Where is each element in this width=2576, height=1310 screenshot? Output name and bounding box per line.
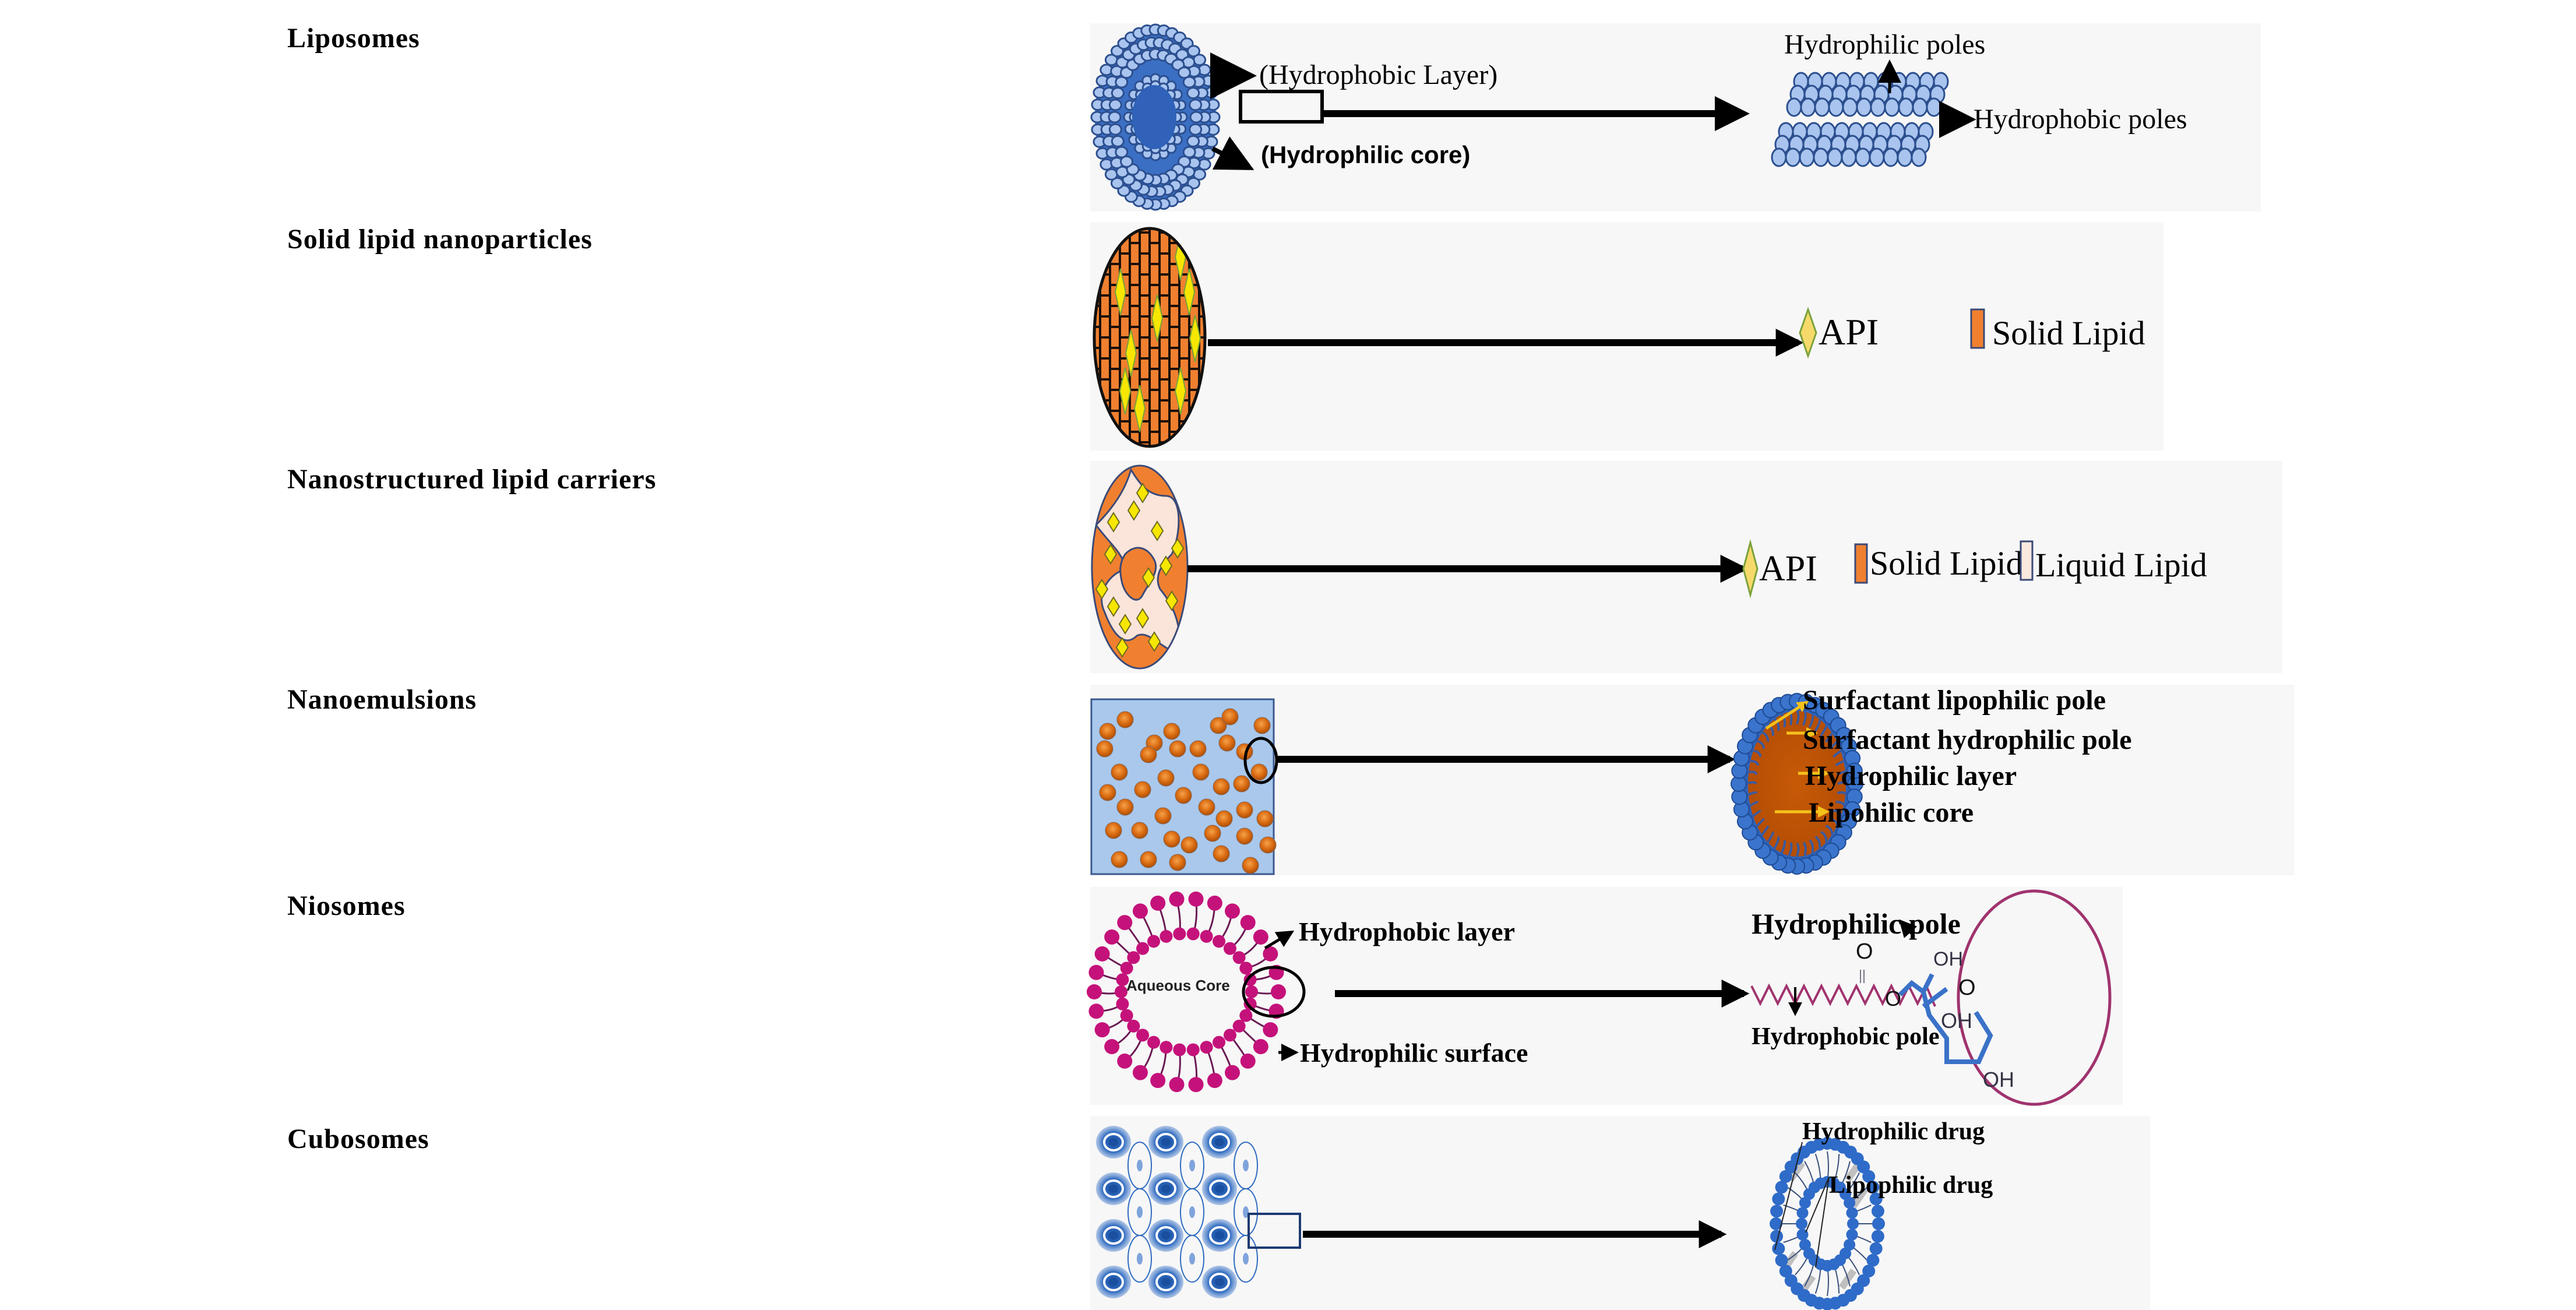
nlc-diagram: API Solid Lipid Liquid Lipid	[1091, 464, 2207, 670]
legend-solid-lipid: Solid Lipid	[1970, 308, 2145, 352]
zoom-circle	[1242, 966, 1306, 1018]
yellow-callouts	[1765, 700, 1830, 818]
arrow-hydrophobic-layer	[1264, 930, 1295, 950]
svg-text:OH: OH	[1933, 948, 1963, 970]
svg-text:O: O	[1885, 987, 1901, 1010]
nanoemulsion-panel: Surfactant lipophilic pole Surfactant hy…	[1090, 685, 2294, 875]
liposome-panel: (Hydrophobic Layer) (Hydrophilic core) H…	[1090, 23, 2261, 212]
niosome-vesicle-icon	[1087, 891, 1286, 1093]
row-title-liposomes: Liposomes	[287, 23, 420, 54]
label-hydrophobic-layer: (Hydrophobic Layer)	[1259, 59, 1497, 90]
cream-square-icon	[2020, 540, 2034, 581]
label-lipophilic-core: Lipohilic core	[1809, 797, 1974, 828]
legend-api: API	[1742, 539, 1817, 598]
bilayer-sheet-icon	[1771, 72, 1949, 167]
legend-solid-lipid: Solid Lipid	[1854, 543, 2023, 584]
label-hydrophilic-pole: Hydrophilic pole	[1752, 907, 1961, 940]
sugar-headgroup-circle	[1957, 889, 2112, 1106]
nanostructured-lipid-carrier-icon	[1091, 464, 1189, 670]
row-title-niosomes: Niosomes	[287, 890, 406, 921]
label-hydrophobic-poles: Hydrophobic poles	[1974, 104, 2187, 135]
nanoemulsion-droplet-icon	[1731, 693, 1863, 875]
emulsion-box-icon	[1090, 698, 1278, 875]
cubosome-panel: Hydrophilic drug Lipophilic drug	[1090, 1116, 2150, 1310]
legend-api-label: API	[1759, 549, 1817, 589]
leader-lipophilic-drug	[1815, 1177, 1830, 1268]
svg-text:OH: OH	[1941, 1009, 1972, 1033]
legend-solid-lipid-label: Solid Lipid	[1992, 314, 2145, 352]
legend-solid-lipid-label: Solid Lipid	[1870, 544, 2023, 582]
diamond-icon	[1742, 539, 1759, 598]
cubic-phase-lattice-icon	[1096, 1126, 1258, 1298]
leader-hydrophilic-drug	[1774, 1142, 1803, 1251]
niosome-panel: Aqueous Core Hydrophobic layer Hydrophil…	[1087, 887, 2123, 1106]
sln-panel: API Solid Lipid	[1090, 222, 2163, 450]
arrow-hydrophilic-core	[1211, 136, 1254, 170]
sugar-ring-icon: O OH O OH OH	[1885, 948, 2014, 1091]
label-hydrophilic-drug: Hydrophilic drug	[1802, 1118, 1985, 1145]
label-hydrophilic-core: (Hydrophilic core)	[1261, 141, 1470, 168]
row-title-nanostructured-lipid-carriers: Nanostructured lipid carriers	[287, 464, 657, 495]
orange-square-icon	[1854, 543, 1868, 584]
legend-liquid-lipid: Liquid Lipid	[2020, 540, 2207, 584]
cubosome-diagram: Hydrophilic drug Lipophilic drug	[1096, 1118, 1993, 1310]
nlc-panel: API Solid Lipid Liquid Lipid	[1090, 461, 2282, 673]
label-lipophilic-drug: Lipophilic drug	[1829, 1172, 1993, 1199]
zoom-box	[1248, 1213, 1301, 1249]
label-hydrophilic-poles: Hydrophilic poles	[1784, 29, 1985, 60]
hydrocarbon-chain-icon	[1750, 983, 1936, 1007]
sln-diagram: API Solid Lipid	[1093, 227, 2145, 448]
carbonyl-oxygen: O	[1856, 939, 1873, 964]
liposome-vesicle-icon	[1090, 23, 1221, 211]
label-hydrophobic-layer: Hydrophobic layer	[1299, 917, 1515, 946]
label-aqueous-core: Aqueous Core	[1126, 977, 1230, 994]
label-hydrophilic-layer: Hydrophilic layer	[1805, 760, 2017, 791]
label-hydrophobic-pole: Hydrophobic pole	[1752, 1023, 1939, 1050]
svg-text:OH: OH	[1983, 1068, 2014, 1091]
zoom-box	[1239, 90, 1324, 124]
legend-api: API	[1799, 307, 1879, 359]
diamond-icon	[1799, 307, 1817, 359]
label-surfactant-hydrophilic-pole: Surfactant hydrophilic pole	[1803, 724, 2132, 755]
niosome-diagram: Aqueous Core Hydrophobic layer Hydrophil…	[1087, 889, 2112, 1106]
nanoemulsion-diagram: Surfactant lipophilic pole Surfactant hy…	[1090, 685, 2132, 875]
orange-square-icon	[1970, 308, 1985, 349]
row-title-cubosomes: Cubosomes	[287, 1124, 429, 1154]
row-title-solid-lipid-nanoparticles: Solid lipid nanoparticles	[287, 224, 593, 255]
solid-lipid-nanoparticle-icon	[1093, 227, 1207, 448]
label-hydrophilic-surface: Hydrophilic surface	[1300, 1038, 1528, 1068]
label-surfactant-lipophilic-pole: Surfactant lipophilic pole	[1803, 685, 2106, 716]
liposome-diagram: (Hydrophobic Layer) (Hydrophilic core) H…	[1090, 23, 2187, 211]
svg-text:O: O	[1958, 976, 1976, 1000]
cubosome-particle-icon	[1770, 1137, 1885, 1310]
row-title-nanoemulsions: Nanoemulsions	[287, 684, 477, 715]
legend-api-label: API	[1819, 311, 1879, 353]
legend-liquid-lipid-label: Liquid Lipid	[2035, 546, 2207, 584]
arrow-hydrophilic-pole	[1898, 919, 1918, 938]
